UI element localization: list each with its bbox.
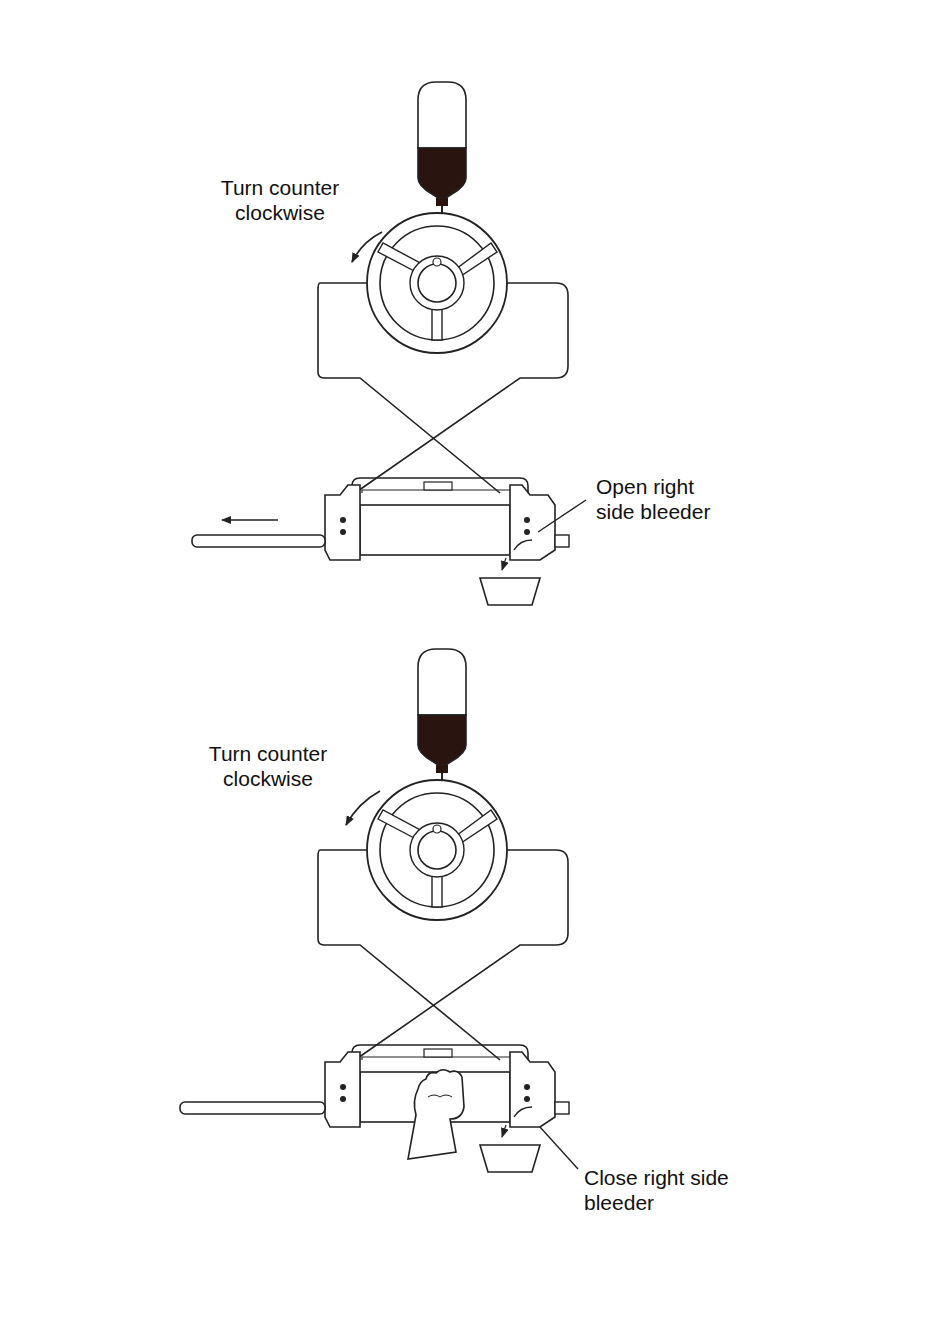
callout-label: Open right side bleeder bbox=[596, 474, 726, 524]
instruction-label: Turn counter clockwise bbox=[193, 741, 343, 791]
instruction-label: Turn counter clockwise bbox=[205, 175, 355, 225]
callout-label: Close right side bleeder bbox=[584, 1165, 759, 1215]
